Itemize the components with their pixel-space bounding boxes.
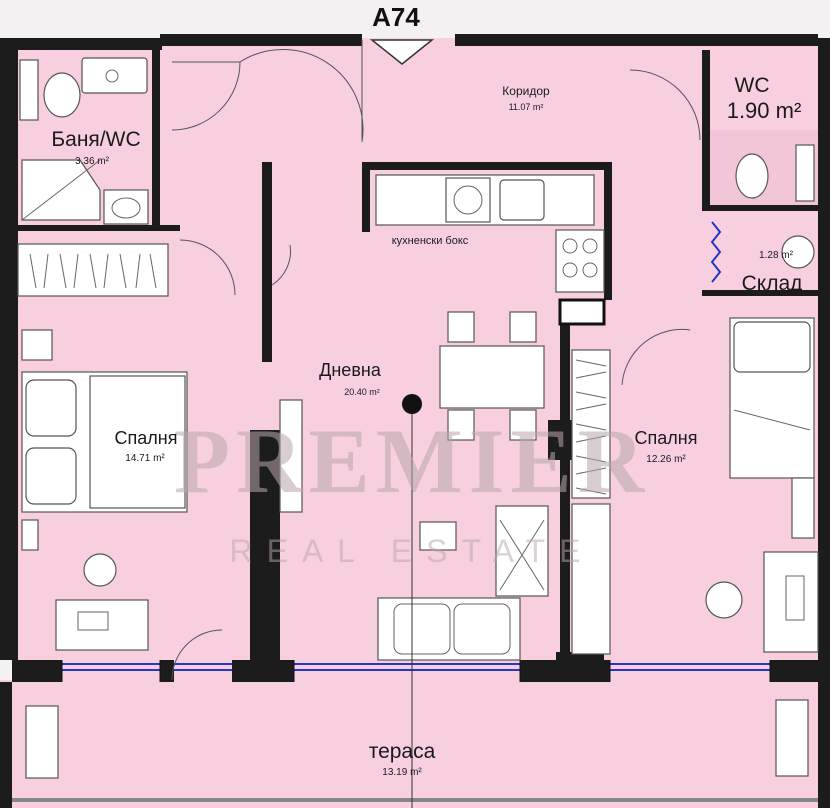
living-area: 20.40 m² — [344, 387, 380, 397]
kitchen-name: кухненски бокс — [392, 235, 469, 247]
desk-right — [705, 551, 819, 653]
center-marker-icon — [402, 394, 422, 414]
desk-left — [55, 553, 149, 651]
unit-label: A74 — [372, 2, 420, 32]
corridor-area: 11.07 m² — [509, 102, 544, 112]
bath-name: Баня/WC — [51, 128, 140, 151]
living-furniture — [377, 505, 549, 661]
walls — [0, 34, 830, 808]
living-name: Дневна — [319, 360, 382, 380]
terrace-railing — [12, 798, 818, 802]
terrace-area: 13.19 m² — [382, 767, 422, 778]
kitchen-fixtures — [375, 174, 606, 326]
entrance-arrow-icon — [369, 39, 435, 65]
bedroom-right-name: Спалня — [635, 428, 698, 448]
bedroom-left-name: Спалня — [115, 428, 178, 448]
dining-table — [439, 311, 545, 441]
bathroom-fixtures — [19, 57, 149, 225]
watermark-brand: PREMIER — [174, 410, 650, 512]
wc-area: 1.90 m² — [727, 98, 802, 123]
wc-fixtures — [735, 144, 815, 202]
corridor-name: Коридор — [502, 84, 550, 98]
window-frames — [61, 660, 771, 682]
bedroom-right-area: 12.26 m² — [646, 454, 686, 465]
wardrobe-right — [571, 349, 611, 655]
terrace-bench-left — [25, 705, 59, 779]
bed-left — [21, 329, 188, 551]
storage-name: Склад — [742, 272, 803, 295]
bedroom-left-area: 14.71 m² — [125, 453, 165, 464]
bath-area: 3.36 m² — [75, 156, 110, 167]
storage-heater-icon — [710, 221, 722, 283]
bed-right — [729, 317, 815, 539]
wardrobe-left — [17, 243, 169, 297]
terrace-name: тераса — [369, 740, 436, 763]
storage-area: 1.28 m² — [759, 250, 794, 261]
wc-name: WC — [735, 74, 770, 97]
watermark-sub: REAL ESTATE — [229, 533, 594, 569]
tv-unit — [279, 399, 303, 513]
windows — [62, 663, 770, 671]
terrace-floor — [0, 680, 830, 808]
terrace-bench-right — [775, 699, 809, 777]
